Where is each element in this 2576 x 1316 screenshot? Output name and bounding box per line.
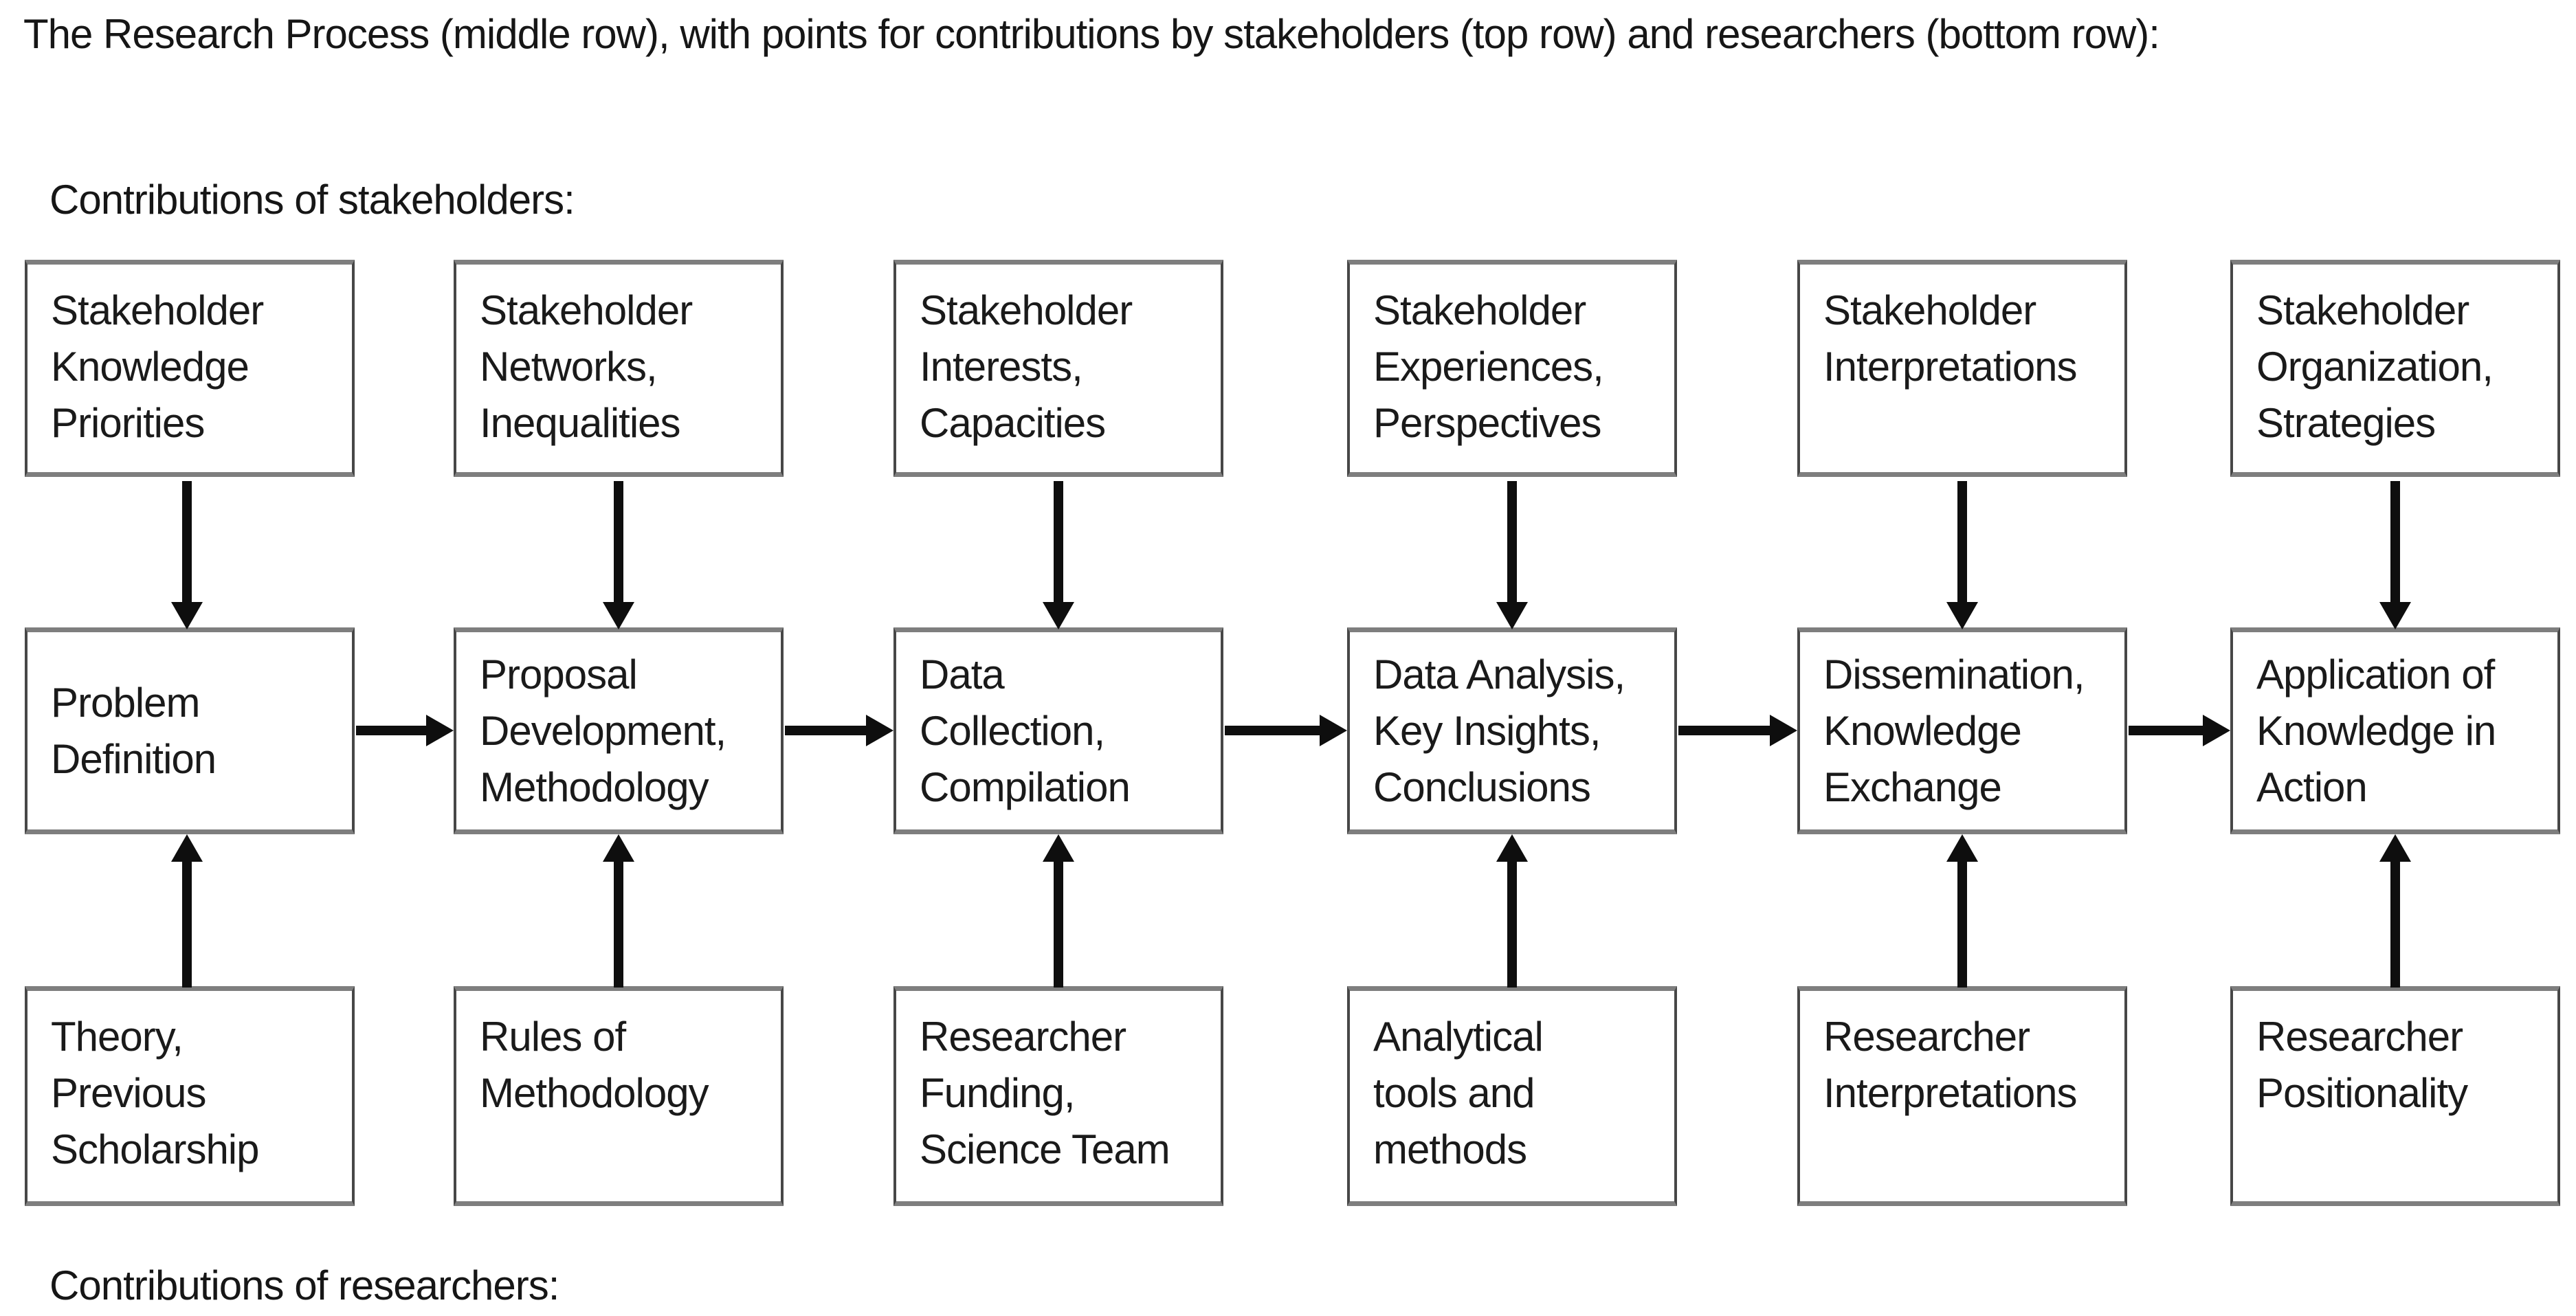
researcher-box-2-text: Rules of Methodology (480, 1014, 709, 1116)
researcher-box-6: Researcher Positionality (2230, 986, 2560, 1206)
stakeholder-box-2-text: Stakeholder Networks, Inequalities (480, 287, 693, 446)
researcher-box-1: Theory, Previous Scholarship (25, 986, 355, 1206)
down-arrow-3 (1043, 481, 1074, 629)
stakeholder-box-4-text: Stakeholder Experiences, Perspectives (1373, 287, 1604, 446)
stakeholders-section-label: Contributions of stakeholders: (49, 177, 575, 223)
right-arrow-5 (2129, 715, 2230, 746)
up-arrow-4 (1496, 834, 1528, 988)
up-arrow-1 (171, 834, 203, 988)
researcher-box-1-text: Theory, Previous Scholarship (51, 1014, 260, 1172)
process-box-3: Data Collection, Compilation (893, 627, 1223, 834)
down-arrow-2 (603, 481, 634, 629)
researcher-box-3-text: Researcher Funding, Science Team (920, 1014, 1170, 1172)
process-box-2-text: Proposal Development, Methodology (480, 651, 726, 810)
stakeholder-box-5-text: Stakeholder Interpretations (1823, 287, 2078, 390)
right-arrow-3 (1225, 715, 1347, 746)
stakeholder-box-2: Stakeholder Networks, Inequalities (454, 260, 784, 477)
researchers-section-label: Contributions of researchers: (49, 1262, 559, 1308)
process-box-5: Dissemination, Knowledge Exchange (1797, 627, 2127, 834)
stakeholder-box-3: Stakeholder Interests, Capacities (893, 260, 1223, 477)
researcher-box-4: Analytical tools and methods (1347, 986, 1677, 1206)
stakeholder-box-4: Stakeholder Experiences, Perspectives (1347, 260, 1677, 477)
researcher-box-2: Rules of Methodology (454, 986, 784, 1206)
up-arrow-6 (2379, 834, 2411, 988)
stakeholder-box-6: Stakeholder Organization, Strategies (2230, 260, 2560, 477)
up-arrow-5 (1946, 834, 1978, 988)
process-box-2: Proposal Development, Methodology (454, 627, 784, 834)
right-arrow-1 (356, 715, 454, 746)
researcher-box-6-text: Researcher Positionality (2256, 1014, 2468, 1116)
process-box-4-text: Data Analysis, Key Insights, Conclusions (1373, 651, 1625, 810)
up-arrow-3 (1043, 834, 1074, 988)
process-box-6-text: Application of Knowledge in Action (2256, 651, 2496, 810)
process-box-1: Problem Definition (25, 627, 355, 834)
down-arrow-4 (1496, 481, 1528, 629)
stakeholder-box-1-text: Stakeholder Knowledge Priorities (51, 287, 264, 446)
down-arrow-5 (1946, 481, 1978, 629)
page-title: The Research Process (middle row), with … (23, 11, 2160, 57)
right-arrow-4 (1678, 715, 1797, 746)
process-box-5-text: Dissemination, Knowledge Exchange (1823, 651, 2085, 810)
stakeholder-box-6-text: Stakeholder Organization, Strategies (2256, 287, 2494, 446)
process-box-3-text: Data Collection, Compilation (920, 651, 1131, 810)
process-box-4: Data Analysis, Key Insights, Conclusions (1347, 627, 1677, 834)
down-arrow-6 (2379, 481, 2411, 629)
process-box-6: Application of Knowledge in Action (2230, 627, 2560, 834)
stakeholder-box-1: Stakeholder Knowledge Priorities (25, 260, 355, 477)
researcher-box-3: Researcher Funding, Science Team (893, 986, 1223, 1206)
stakeholder-box-5: Stakeholder Interpretations (1797, 260, 2127, 477)
researcher-box-5-text: Researcher Interpretations (1823, 1014, 2078, 1116)
right-arrow-2 (785, 715, 893, 746)
down-arrow-1 (171, 481, 203, 629)
up-arrow-2 (603, 834, 634, 988)
stakeholder-box-3-text: Stakeholder Interests, Capacities (920, 287, 1133, 446)
researcher-box-5: Researcher Interpretations (1797, 986, 2127, 1206)
process-box-1-text: Problem Definition (51, 679, 216, 782)
researcher-box-4-text: Analytical tools and methods (1373, 1014, 1544, 1172)
